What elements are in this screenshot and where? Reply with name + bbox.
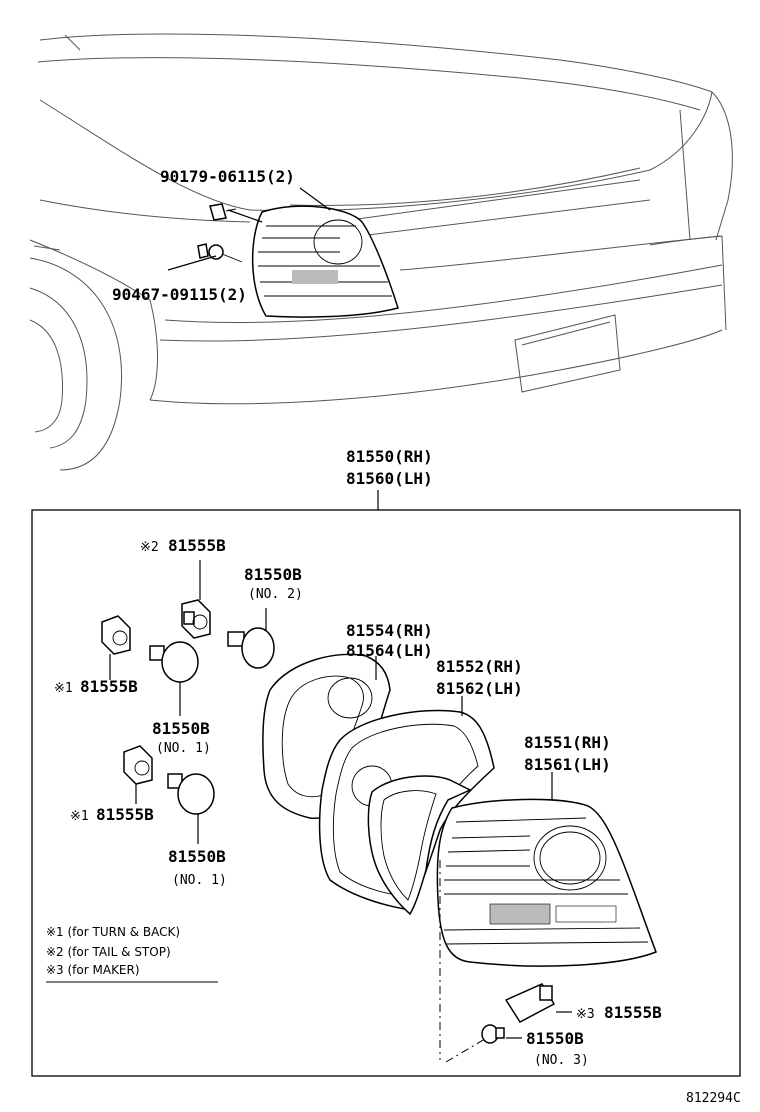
label-gasket-lh: 81564(LH) bbox=[346, 641, 433, 660]
note-1: ※1 (for TURN & BACK) bbox=[46, 925, 180, 939]
label-socket3-mark: ※3 bbox=[576, 1007, 595, 1022]
assembly-frame bbox=[31, 509, 741, 1077]
label-lens-lh: 81561(LH) bbox=[524, 755, 611, 774]
socket-2-icon bbox=[181, 599, 211, 639]
label-socket1a: 81555B bbox=[80, 677, 138, 696]
diagram-id: 812294C bbox=[686, 1091, 741, 1106]
socket-1b-icon bbox=[123, 745, 153, 785]
lens-icon bbox=[436, 798, 657, 967]
label-bulb1b-no: (NO. 1) bbox=[172, 873, 227, 888]
bolt-90179-icon bbox=[209, 203, 263, 223]
bolt-90467-icon bbox=[167, 243, 243, 271]
label-assy-lh: 81560(LH) bbox=[346, 469, 433, 488]
label-bulb2: 81550B bbox=[244, 565, 302, 584]
note-2: ※2 (for TAIL & STOP) bbox=[46, 945, 171, 959]
label-bulb3: 81550B bbox=[526, 1029, 584, 1048]
bulb-1b-icon bbox=[167, 773, 215, 815]
label-bulb1b: 81550B bbox=[168, 847, 226, 866]
label-socket2: 81555B bbox=[168, 536, 226, 555]
socket-3-icon bbox=[504, 983, 556, 1023]
label-bulb1a-no: (NO. 1) bbox=[156, 741, 211, 756]
bulb-1a-icon bbox=[149, 641, 199, 683]
label-bulb1a: 81550B bbox=[152, 719, 210, 738]
notes-block: ※1 (for TURN & BACK) ※2 (for TAIL & STOP… bbox=[46, 925, 218, 983]
label-socket1b-mark: ※1 bbox=[70, 809, 89, 824]
label-socket3: 81555B bbox=[604, 1003, 662, 1022]
car-rear-illustration bbox=[29, 33, 733, 471]
bulb-2-icon bbox=[227, 627, 275, 669]
label-socket2-mark: ※2 bbox=[140, 540, 159, 555]
label-bulb3-no: (NO. 3) bbox=[534, 1053, 589, 1068]
installed-tail-lamp bbox=[251, 205, 399, 318]
label-housing-lh: 81562(LH) bbox=[436, 679, 523, 698]
label-socket1b: 81555B bbox=[96, 805, 154, 824]
socket-1a-icon bbox=[101, 615, 131, 655]
label-bulb2-no: (NO. 2) bbox=[248, 587, 303, 602]
label-socket1a-mark: ※1 bbox=[54, 681, 73, 696]
label-assy-rh: 81550(RH) bbox=[346, 447, 433, 466]
label-gasket-rh: 81554(RH) bbox=[346, 621, 433, 640]
inner-frame-icon bbox=[367, 775, 472, 916]
label-bolt-top: 90179-06115(2) bbox=[160, 167, 295, 186]
label-lens-rh: 81551(RH) bbox=[524, 733, 611, 752]
label-bolt-bottom: 90467-09115(2) bbox=[112, 285, 247, 304]
note-3: ※3 (for MAKER) bbox=[46, 963, 140, 977]
bulb-3-icon bbox=[481, 1024, 505, 1044]
label-housing-rh: 81552(RH) bbox=[436, 657, 523, 676]
